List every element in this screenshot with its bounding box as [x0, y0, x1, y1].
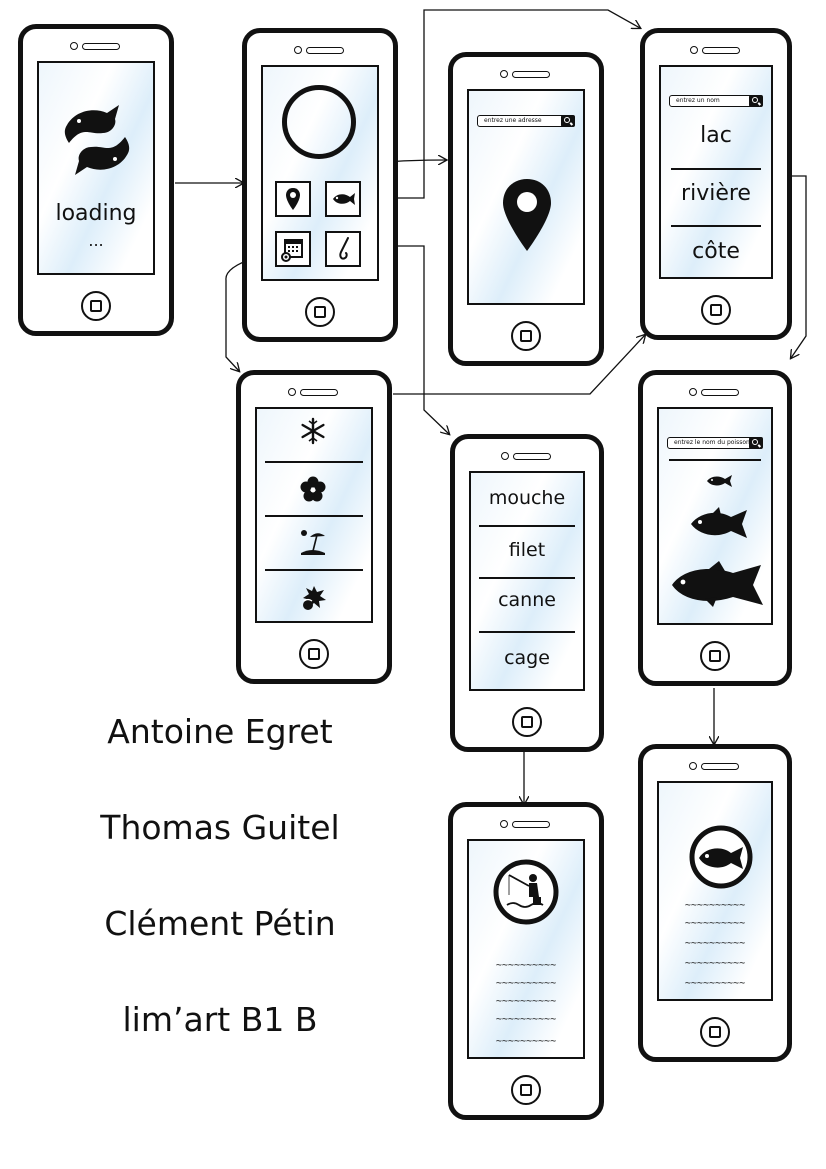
divider — [671, 225, 761, 227]
phone-camera — [690, 45, 742, 55]
map-screen: entrez une adresse — [467, 89, 585, 305]
phone-home — [242, 28, 398, 342]
fishing-hook-icon — [339, 237, 349, 260]
phone-camera — [288, 387, 340, 397]
gear-screen: mouche filet canne cage — [469, 471, 585, 691]
gear-item-canne[interactable]: canne — [498, 589, 556, 611]
divider — [671, 168, 761, 170]
text-line: ~~~~~~~~~~ — [495, 1014, 557, 1025]
name-search-input[interactable]: entrez un nom — [669, 94, 763, 107]
water-item-lac[interactable]: lac — [700, 123, 732, 148]
fish-badge-icon — [689, 825, 753, 889]
phone-loading: loading ... — [18, 24, 174, 336]
loading-screen: loading ... — [37, 61, 155, 275]
home-button[interactable] — [700, 1017, 730, 1047]
home-button[interactable] — [511, 321, 541, 351]
credit-name-2: Thomas Guitel — [100, 808, 340, 847]
credit-class: lim’art B1 B — [122, 1000, 318, 1039]
address-search-input[interactable]: entrez une adresse — [477, 114, 575, 127]
large-fish-icon[interactable] — [669, 559, 769, 609]
phone-seasons — [236, 370, 392, 684]
phone-map: entrez une adresse — [448, 52, 604, 366]
home-button[interactable] — [299, 639, 329, 669]
arrow-fish-to-water — [374, 9, 640, 199]
gear-item-cage[interactable]: cage — [504, 647, 550, 669]
calendar-icon — [281, 239, 303, 262]
phone-gear-detail: ~~~~~~~~~~ ~~~~~~~~~~ ~~~~~~~~~~ ~~~~~~~… — [448, 802, 604, 1120]
water-types-screen: entrez un nom lac rivière côte — [659, 65, 773, 279]
phone-camera — [689, 387, 741, 397]
arrow-water-to-fish — [791, 175, 807, 358]
gear-item-filet[interactable]: filet — [508, 539, 546, 561]
fish-logo-icon — [64, 105, 130, 175]
home-button[interactable] — [511, 1075, 541, 1105]
divider — [265, 461, 363, 463]
location-pin-icon — [503, 179, 551, 251]
seasons-screen — [255, 407, 373, 623]
water-item-cote[interactable]: côte — [692, 239, 740, 264]
text-line: ~~~~~~~~~~ — [684, 958, 746, 969]
autumn-leaf-icon[interactable] — [298, 583, 328, 613]
search-icon[interactable] — [749, 436, 763, 449]
text-line: ~~~~~~~~~~ — [684, 900, 746, 911]
fish-detail-screen: ~~~~~~~~~~ ~~~~~~~~~~ ~~~~~~~~~~ ~~~~~~~… — [657, 781, 773, 1001]
divider — [479, 577, 575, 579]
profile-circle[interactable] — [282, 85, 356, 159]
location-button[interactable] — [275, 181, 311, 217]
snowflake-icon[interactable] — [299, 417, 327, 445]
fish-button[interactable] — [325, 181, 361, 217]
phone-fish-detail: ~~~~~~~~~~ ~~~~~~~~~~ ~~~~~~~~~~ ~~~~~~~… — [638, 744, 792, 1062]
divider — [479, 525, 575, 527]
text-line: ~~~~~~~~~~ — [495, 960, 557, 971]
credit-name-3: Clément Pétin — [104, 904, 336, 943]
fisherman-icon — [493, 859, 559, 925]
divider — [265, 569, 363, 571]
phone-camera — [500, 69, 552, 79]
arrow-seasons-to-water — [393, 335, 645, 395]
home-screen — [261, 65, 379, 281]
divider — [669, 459, 761, 461]
medium-fish-icon[interactable] — [687, 507, 753, 541]
gear-detail-screen: ~~~~~~~~~~ ~~~~~~~~~~ ~~~~~~~~~~ ~~~~~~~… — [467, 839, 585, 1059]
phone-camera — [689, 761, 741, 771]
loading-label: loading — [55, 201, 137, 226]
fish-icon — [333, 193, 355, 205]
phone-camera — [501, 451, 553, 461]
phone-water-types: entrez un nom lac rivière côte — [640, 28, 792, 340]
home-button[interactable] — [81, 291, 111, 321]
text-line: ~~~~~~~~~~ — [495, 1036, 557, 1047]
home-button[interactable] — [700, 641, 730, 671]
search-icon[interactable] — [749, 94, 763, 107]
calendar-button[interactable] — [275, 231, 311, 267]
text-line: ~~~~~~~~~~ — [684, 918, 746, 929]
divider — [479, 631, 575, 633]
loading-dots: ... — [88, 231, 104, 250]
home-button[interactable] — [512, 707, 542, 737]
search-icon[interactable] — [561, 114, 575, 127]
fish-name-search-input[interactable]: entrez le nom du poisson — [667, 436, 763, 449]
water-item-riviere[interactable]: rivière — [681, 181, 751, 206]
divider — [265, 515, 363, 517]
home-button[interactable] — [701, 295, 731, 325]
phone-gear: mouche filet canne cage — [450, 434, 604, 752]
text-line: ~~~~~~~~~~ — [684, 978, 746, 989]
location-pin-icon — [286, 188, 300, 210]
text-line: ~~~~~~~~~~ — [495, 978, 557, 989]
arrow-hook-to-gear — [374, 245, 449, 434]
fish-species-screen: entrez le nom du poisson — [657, 407, 773, 625]
phone-camera — [294, 45, 346, 55]
text-line: ~~~~~~~~~~ — [495, 996, 557, 1007]
text-line: ~~~~~~~~~~ — [684, 938, 746, 949]
beach-umbrella-icon[interactable] — [298, 527, 328, 557]
flower-icon[interactable] — [299, 475, 327, 503]
hook-button[interactable] — [325, 231, 361, 267]
small-fish-icon[interactable] — [705, 473, 735, 489]
phone-camera — [70, 41, 122, 51]
phone-camera — [500, 819, 552, 829]
credit-name-1: Antoine Egret — [107, 712, 333, 751]
divider — [669, 623, 761, 625]
gear-item-mouche[interactable]: mouche — [488, 487, 566, 509]
home-button[interactable] — [305, 297, 335, 327]
phone-fish-species: entrez le nom du poisson — [638, 370, 792, 686]
